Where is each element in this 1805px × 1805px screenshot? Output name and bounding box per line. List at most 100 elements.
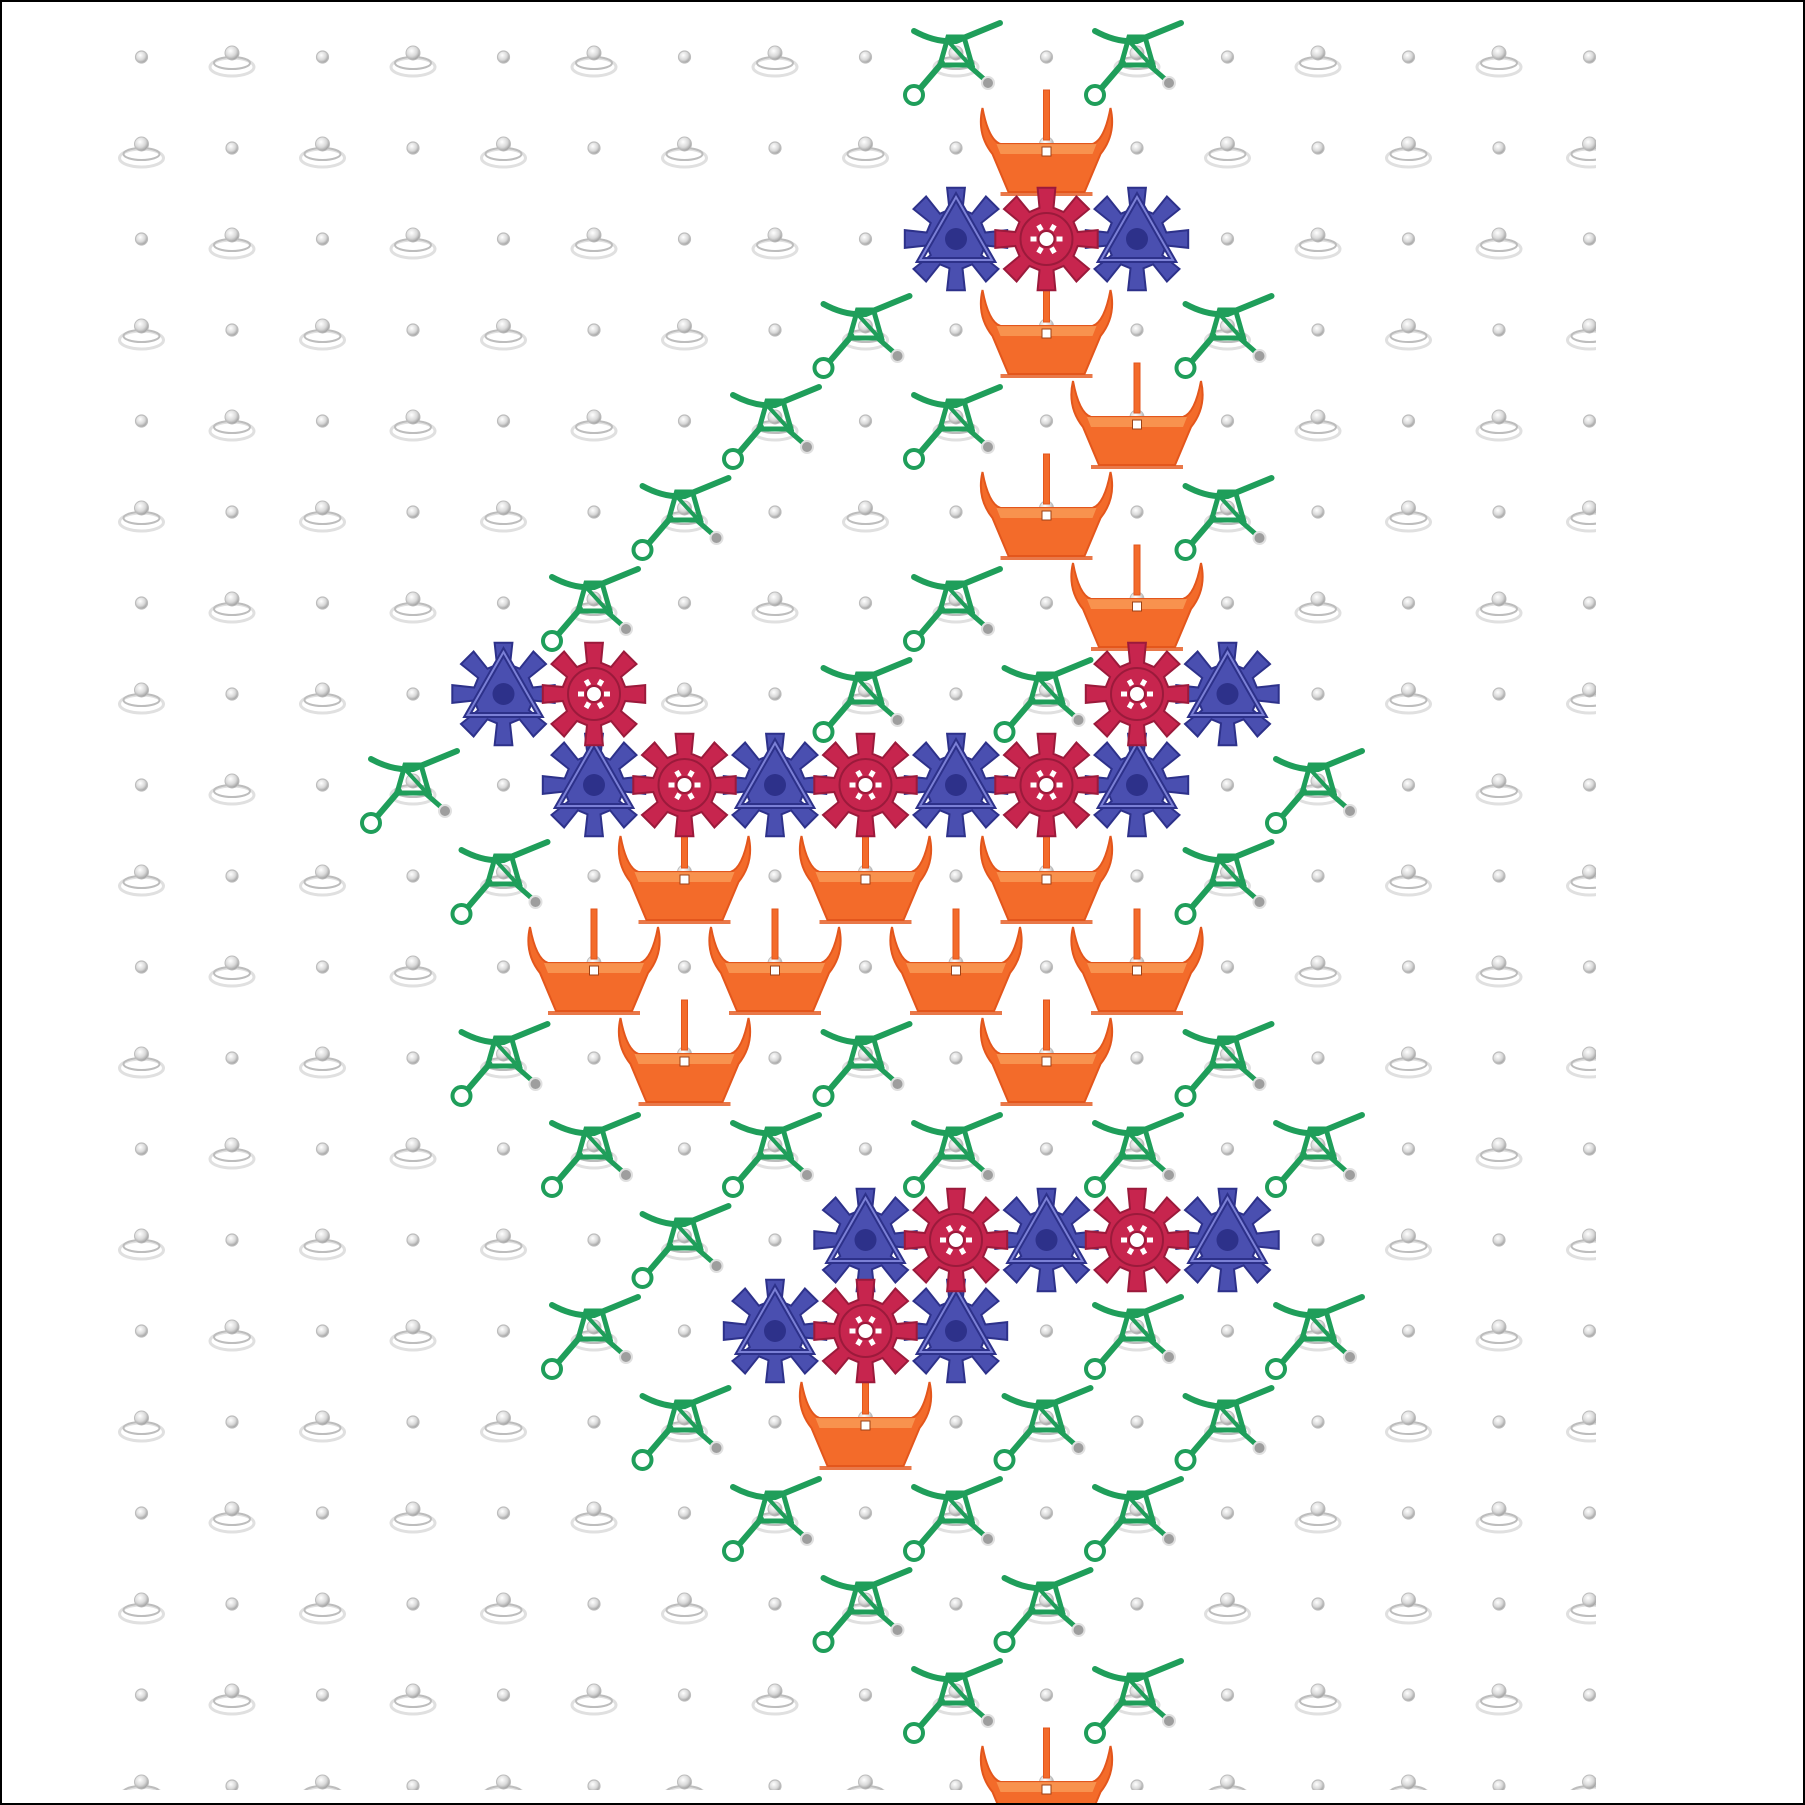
green-crank-piece-icon[interactable] — [1084, 20, 1184, 106]
blue-gear-piece-icon[interactable] — [1175, 641, 1280, 747]
green-crank-piece-icon[interactable] — [1265, 1294, 1365, 1380]
small-peg-icon — [315, 414, 330, 428]
red-gear-piece-icon[interactable] — [541, 641, 647, 747]
orange-cup-piece-icon[interactable] — [979, 999, 1114, 1106]
blue-gear-piece-icon[interactable] — [903, 1278, 1009, 1384]
green-crank-piece-icon[interactable] — [903, 566, 1003, 652]
orange-cup-piece-icon[interactable] — [1070, 908, 1204, 1015]
green-crank-piece-icon[interactable] — [812, 657, 913, 743]
orange-cup-piece-icon[interactable] — [798, 1363, 933, 1470]
green-crank-piece-icon[interactable] — [1265, 1112, 1365, 1198]
small-peg-icon — [1401, 50, 1416, 64]
orange-cup-piece-icon[interactable] — [527, 908, 661, 1015]
green-crank-piece-icon[interactable] — [1174, 293, 1275, 379]
red-gear-piece-icon[interactable] — [632, 732, 737, 838]
red-gear-piece-icon[interactable] — [994, 732, 1099, 838]
green-crank-piece-icon[interactable] — [1174, 1385, 1275, 1471]
orange-cup-piece-icon[interactable] — [617, 999, 752, 1106]
green-crank-piece-icon[interactable] — [993, 1385, 1094, 1471]
green-crank-piece-icon[interactable] — [812, 293, 913, 379]
blue-gear-piece-icon[interactable] — [1175, 1187, 1280, 1293]
large-peg-icon — [118, 318, 165, 351]
green-crank-piece-icon[interactable] — [1084, 1476, 1184, 1562]
small-peg-icon — [949, 141, 963, 155]
large-peg-icon — [661, 136, 708, 169]
orange-cup-piece-icon[interactable] — [1070, 544, 1204, 651]
small-peg-icon — [1492, 505, 1506, 519]
blue-gear-piece-icon[interactable] — [1084, 186, 1190, 292]
large-peg-icon — [1475, 227, 1523, 260]
green-crank-piece-icon[interactable] — [450, 839, 551, 925]
green-crank-piece-icon[interactable] — [903, 20, 1003, 106]
green-crank-piece-icon[interactable] — [450, 1021, 551, 1107]
small-peg-icon — [768, 869, 782, 883]
blue-gear-piece-icon[interactable] — [813, 1187, 918, 1293]
red-gear-piece-icon[interactable] — [813, 1278, 918, 1384]
green-crank-piece-icon[interactable] — [360, 748, 460, 834]
small-peg-icon — [1039, 1142, 1054, 1156]
green-crank-piece-icon[interactable] — [1174, 1021, 1275, 1107]
green-crank-piece-icon[interactable] — [812, 1021, 913, 1107]
orange-cup-piece-icon[interactable] — [979, 89, 1114, 196]
green-crank-piece-icon[interactable] — [903, 1476, 1003, 1562]
orange-cup-piece-icon[interactable] — [1070, 362, 1204, 469]
red-gear-piece-icon[interactable] — [1084, 1187, 1190, 1293]
large-peg-icon — [751, 227, 799, 260]
blue-gear-piece-icon[interactable] — [994, 1187, 1099, 1293]
large-peg-icon — [570, 409, 618, 442]
orange-cup-piece-icon[interactable] — [979, 1727, 1114, 1803]
blue-gear-piece-icon[interactable] — [451, 641, 556, 747]
green-crank-piece-icon[interactable] — [631, 1385, 732, 1471]
green-crank-piece-icon[interactable] — [541, 1112, 641, 1198]
large-peg-icon — [389, 409, 437, 442]
green-crank-piece-icon[interactable] — [1084, 1112, 1184, 1198]
green-crank-piece-icon[interactable] — [993, 1567, 1094, 1653]
green-crank-piece-icon[interactable] — [541, 1294, 641, 1380]
red-gear-piece-icon[interactable] — [994, 186, 1099, 292]
small-peg-icon — [496, 596, 511, 610]
green-crank-piece-icon[interactable] — [722, 1476, 822, 1562]
green-crank-piece-icon[interactable] — [903, 384, 1003, 470]
large-peg-icon — [299, 1410, 346, 1443]
blue-gear-piece-icon[interactable] — [722, 1278, 828, 1384]
large-peg-icon — [1385, 1592, 1432, 1625]
green-crank-piece-icon[interactable] — [1265, 748, 1365, 834]
orange-cup-piece-icon[interactable] — [979, 817, 1114, 924]
green-crank-piece-icon[interactable] — [903, 1112, 1003, 1198]
orange-cup-piece-icon[interactable] — [617, 817, 752, 924]
red-gear-piece-icon[interactable] — [1084, 641, 1190, 747]
green-crank-piece-icon[interactable] — [722, 384, 822, 470]
orange-cup-piece-icon[interactable] — [708, 908, 842, 1015]
blue-gear-piece-icon[interactable] — [541, 732, 647, 838]
green-crank-piece-icon[interactable] — [722, 1112, 822, 1198]
green-crank-piece-icon[interactable] — [903, 1658, 1003, 1744]
small-peg-icon — [1582, 1142, 1597, 1156]
small-peg-icon — [1220, 1324, 1235, 1338]
orange-cup-piece-icon[interactable] — [889, 908, 1023, 1015]
large-peg-icon — [751, 591, 799, 624]
blue-gear-piece-icon[interactable] — [903, 732, 1009, 838]
green-crank-piece-icon[interactable] — [1174, 475, 1275, 561]
green-crank-piece-icon[interactable] — [631, 475, 732, 561]
blue-gear-piece-icon[interactable] — [1084, 732, 1190, 838]
orange-cup-piece-icon[interactable] — [979, 453, 1114, 560]
red-gear-piece-icon[interactable] — [813, 732, 918, 838]
green-crank-piece-icon[interactable] — [812, 1567, 913, 1653]
small-peg-icon — [949, 505, 963, 519]
red-gear-piece-icon[interactable] — [903, 1187, 1009, 1293]
small-peg-icon — [858, 596, 873, 610]
green-crank-piece-icon[interactable] — [541, 566, 641, 652]
green-crank-piece-icon[interactable] — [1174, 839, 1275, 925]
orange-cup-piece-icon[interactable] — [979, 271, 1114, 378]
green-crank-piece-icon[interactable] — [1084, 1294, 1184, 1380]
orange-cup-piece-icon[interactable] — [798, 817, 933, 924]
green-crank-piece-icon[interactable] — [993, 657, 1094, 743]
large-peg-icon — [1475, 591, 1523, 624]
blue-gear-piece-icon[interactable] — [722, 732, 828, 838]
small-peg-icon — [225, 1415, 239, 1429]
green-crank-piece-icon[interactable] — [1084, 1658, 1184, 1744]
blue-gear-piece-icon[interactable] — [903, 186, 1009, 292]
green-crank-piece-icon[interactable] — [631, 1203, 732, 1289]
